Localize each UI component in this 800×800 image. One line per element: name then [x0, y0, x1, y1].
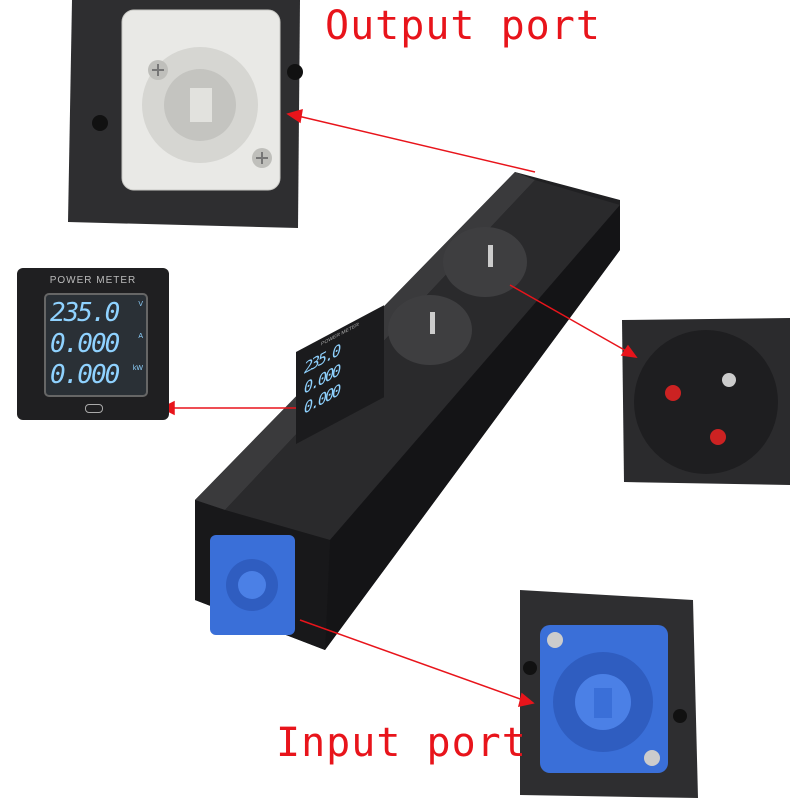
input-port-label: Input port: [276, 720, 527, 766]
power-unit: kW: [132, 365, 143, 372]
lcd-screen: 235.0 V 0.000 A 0.000 kW: [44, 293, 148, 397]
power-meter-closeup: POWER METER 235.0 V 0.000 A 0.000 kW: [17, 268, 169, 420]
arrow-head-icon: [620, 344, 638, 358]
socket-1: [443, 227, 527, 297]
voltage-reading: 235.0: [50, 298, 120, 328]
power-meter-title: POWER METER: [49, 275, 137, 286]
input-port-closeup: [520, 590, 698, 798]
current-reading: 0.000: [50, 329, 120, 359]
current-unit: A: [138, 333, 143, 340]
output-port-label: Output port: [325, 3, 601, 49]
arrow-head-icon: [517, 692, 535, 707]
voltage-unit: V: [138, 301, 143, 308]
arrow-head-icon: [286, 108, 303, 124]
meter-button-icon: [85, 404, 103, 413]
output-port-closeup: [68, 0, 303, 228]
power-strip: [195, 172, 620, 650]
callout-arrows: [160, 108, 638, 707]
power-reading: 0.000: [50, 360, 120, 390]
socket-closeup: [622, 318, 790, 485]
